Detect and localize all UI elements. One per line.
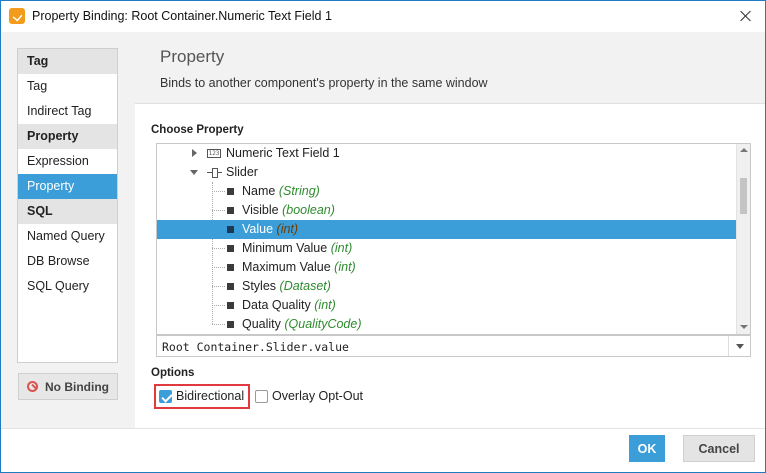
tree-node-numeric-text-field[interactable]: 123 Numeric Text Field 1: [157, 144, 737, 163]
dialog-footer: OK Cancel: [1, 428, 765, 472]
tree-property-row[interactable]: Styles (Dataset): [157, 277, 737, 296]
property-type: (Dataset): [279, 279, 331, 293]
tree-property-row[interactable]: Visible (boolean): [157, 201, 737, 220]
property-type: (boolean): [282, 203, 335, 217]
overlay-opt-out-checkbox[interactable]: [255, 390, 268, 403]
property-name: Name: [242, 184, 276, 198]
property-type: (int): [330, 241, 353, 255]
binding-type-sidebar: Tag Tag Indirect Tag Property Expression…: [17, 48, 118, 363]
tree-property-row[interactable]: Name (String): [157, 182, 737, 201]
property-icon: [227, 245, 234, 252]
property-path-value: Root Container.Slider.value: [162, 340, 349, 354]
property-name: Quality: [242, 317, 281, 331]
tree-connector: [212, 210, 225, 211]
close-button[interactable]: [733, 4, 759, 28]
property-icon: [227, 321, 234, 328]
property-name: Maximum Value: [242, 260, 331, 274]
bidirectional-label[interactable]: Bidirectional: [176, 389, 245, 403]
tree-connector: [212, 182, 213, 324]
sidebar-header-property: Property: [18, 124, 117, 149]
tree-connector: [212, 248, 225, 249]
overlay-opt-out-label[interactable]: Overlay Opt-Out: [272, 389, 363, 403]
tree-property-row[interactable]: Data Quality (int): [157, 296, 737, 315]
property-type: (int): [334, 260, 356, 274]
scroll-down-arrow-icon[interactable]: [740, 325, 748, 329]
tree-scrollbar[interactable]: [736, 144, 750, 334]
property-icon: [227, 302, 234, 309]
tree-property-row[interactable]: Maximum Value (int): [157, 258, 737, 277]
tree-property-row-selected[interactable]: Value (int): [157, 220, 737, 239]
property-icon: [227, 264, 234, 271]
property-tree: 123 Numeric Text Field 1 Slider Name (St…: [156, 143, 751, 335]
scroll-thumb[interactable]: [740, 178, 747, 214]
tree-connector: [212, 305, 225, 306]
property-type: (int): [314, 298, 336, 312]
cancel-button[interactable]: Cancel: [683, 435, 755, 462]
window-title: Property Binding: Root Container.Numeric…: [32, 9, 332, 23]
tree-node-slider[interactable]: Slider: [157, 163, 737, 182]
sidebar-item-property[interactable]: Property: [18, 174, 117, 199]
page-subtitle: Binds to another component's property in…: [160, 76, 488, 90]
bidirectional-highlight: [154, 384, 250, 409]
property-name: Styles: [242, 279, 277, 293]
property-name: Value: [242, 222, 274, 236]
options-label: Options: [151, 367, 195, 379]
no-binding-label: No Binding: [45, 379, 109, 394]
binding-header: Property Binds to another component's pr…: [135, 32, 765, 102]
choose-property-label: Choose Property: [151, 124, 244, 136]
tree-connector: [212, 286, 225, 287]
sidebar-item-named-query[interactable]: Named Query: [27, 229, 105, 243]
property-name: Minimum Value: [242, 241, 328, 255]
expand-arrow-icon[interactable]: [192, 149, 197, 157]
dropdown-arrow-icon[interactable]: [728, 336, 750, 356]
property-icon: [227, 226, 234, 233]
sidebar-header-tag: Tag: [18, 49, 117, 74]
slider-icon: [207, 168, 222, 178]
tree-connector: [212, 324, 225, 325]
sidebar-header-sql: SQL: [18, 199, 117, 224]
sidebar-item-db-browse[interactable]: DB Browse: [27, 254, 90, 268]
tree-connector: [212, 191, 225, 192]
property-icon: [227, 188, 234, 195]
bidirectional-checkbox[interactable]: [159, 390, 172, 403]
page-title: Property: [160, 47, 225, 66]
property-path-field[interactable]: Root Container.Slider.value: [156, 335, 751, 357]
sidebar-item-indirect-tag[interactable]: Indirect Tag: [27, 104, 92, 118]
tree-node-label: Slider: [226, 165, 258, 179]
collapse-arrow-icon[interactable]: [190, 170, 198, 175]
numeric-field-icon: 123: [207, 149, 221, 158]
tree-connector: [212, 267, 225, 268]
sidebar-item-tag[interactable]: Tag: [27, 79, 48, 93]
close-icon: [740, 10, 752, 22]
tree-property-row[interactable]: Minimum Value (int): [157, 239, 737, 258]
title-bar: Property Binding: Root Container.Numeric…: [1, 1, 765, 32]
property-type: (int): [276, 222, 299, 236]
sidebar-item-sql-query[interactable]: SQL Query: [27, 279, 90, 293]
property-icon: [227, 283, 234, 290]
sidebar-item-expression[interactable]: Expression: [27, 154, 89, 168]
property-type: (String): [278, 184, 320, 198]
no-entry-icon: [27, 381, 38, 392]
scroll-up-arrow-icon[interactable]: [740, 148, 748, 152]
property-type: (QualityCode): [284, 317, 362, 331]
no-binding-button[interactable]: No Binding: [18, 373, 118, 400]
app-icon: [9, 8, 25, 24]
property-name: Data Quality: [242, 298, 311, 312]
tree-property-row[interactable]: Quality (QualityCode): [157, 315, 737, 334]
property-icon: [227, 207, 234, 214]
property-name: Visible: [242, 203, 279, 217]
tree-node-label: Numeric Text Field 1: [226, 146, 340, 160]
ok-button[interactable]: OK: [629, 435, 665, 462]
